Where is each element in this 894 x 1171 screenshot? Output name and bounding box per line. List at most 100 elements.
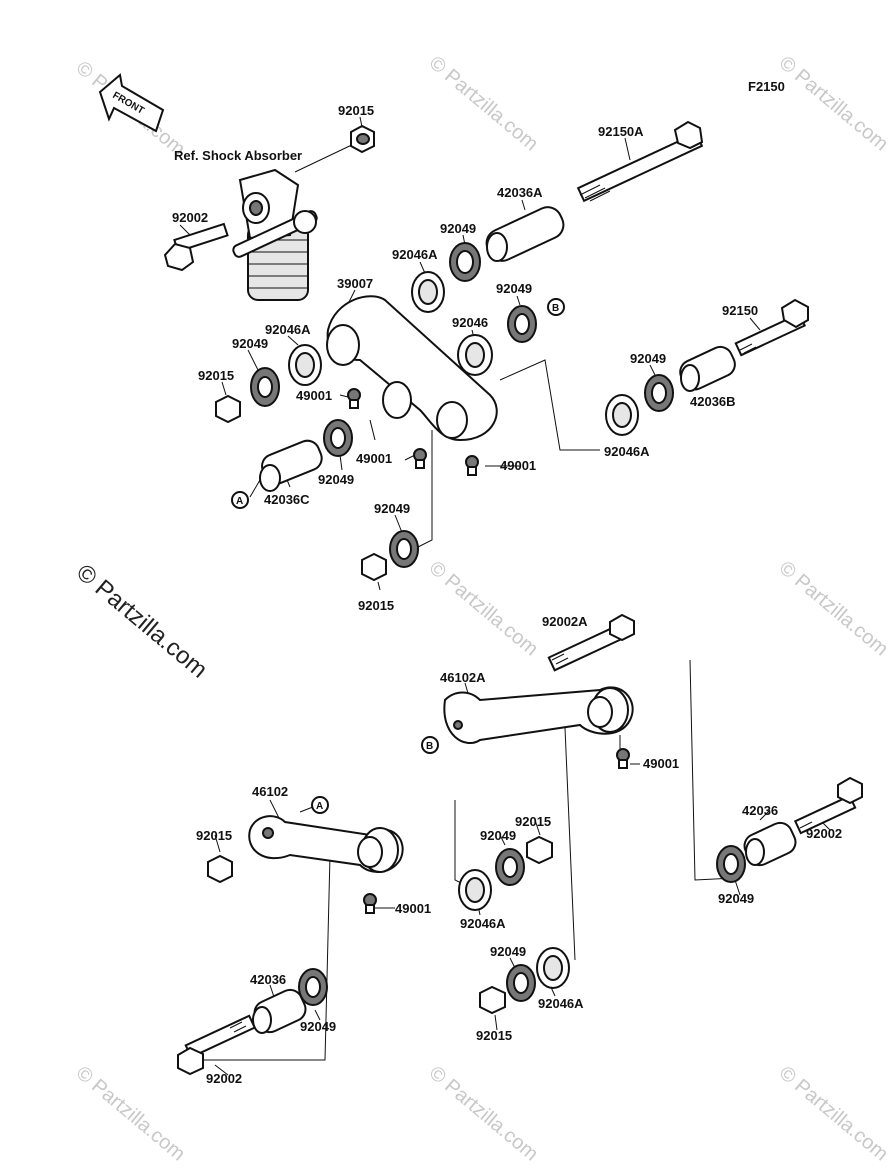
nut-icon (526, 835, 553, 865)
watermark-main: © Partzilla.com (71, 559, 212, 684)
callout: 42036 (250, 972, 286, 987)
watermark: © Partzilla.com (72, 1062, 189, 1165)
bearing-icon (457, 334, 493, 376)
callout: 92046A (265, 322, 311, 337)
callout: 49001 (500, 458, 536, 473)
callout: 92015 (196, 828, 232, 843)
callout: 92015 (338, 103, 374, 118)
watermark: © Partzilla.com (425, 557, 542, 660)
nut-icon (479, 985, 506, 1015)
seal-icon (250, 367, 280, 407)
callout: 42036B (690, 394, 736, 409)
callout-labels: 92015 92002 92150A 42036A 92049 92046A 3… (172, 103, 842, 1086)
collar-icon (743, 821, 797, 867)
seal-icon (389, 530, 419, 568)
callout: 92046A (460, 916, 506, 931)
rocker-arm (326, 295, 498, 442)
callout: 49001 (643, 756, 679, 771)
callout: 49001 (395, 901, 431, 916)
callout: 92002 (172, 210, 208, 225)
collar-icon (485, 206, 565, 262)
grease-fitting-icon (413, 448, 427, 469)
callout: 92049 (718, 891, 754, 906)
callout: 39007 (337, 276, 373, 291)
callout: 46102 (252, 784, 288, 799)
callout: 49001 (296, 388, 332, 403)
callout: 92150 (722, 303, 758, 318)
nut-icon (361, 552, 387, 582)
bearing-icon (536, 947, 570, 989)
bolt-icon (177, 1014, 257, 1076)
callout: 92150A (598, 124, 644, 139)
shock-absorber (232, 168, 318, 301)
callout: 49001 (356, 451, 392, 466)
callout: 92049 (630, 351, 666, 366)
grease-fitting-icon (347, 388, 361, 409)
marker-b-label: B (426, 741, 433, 752)
marker-b: B (421, 736, 439, 754)
watermark: © Partzilla.com (775, 557, 892, 660)
watermark: © Partzilla.com (425, 52, 542, 155)
grease-fitting-icon (363, 893, 377, 914)
bolt-icon (576, 120, 704, 203)
callout: 92015 (358, 598, 394, 613)
bearing-icon (411, 271, 445, 313)
callout: 92046A (392, 247, 438, 262)
front-arrow-icon: FRONT (98, 73, 165, 133)
parts: B A B A (163, 120, 863, 1076)
callout: 92046A (538, 996, 584, 1011)
callout: 92015 (198, 368, 234, 383)
ref-shock-absorber-label: Ref. Shock Absorber (174, 148, 302, 163)
callout: 92049 (374, 501, 410, 516)
marker-a: A (231, 491, 249, 509)
collar-icon (259, 439, 323, 492)
marker-a-label: A (316, 801, 323, 812)
callout: 92049 (318, 472, 354, 487)
callout: 92046 (452, 315, 488, 330)
seal-icon (506, 964, 536, 1002)
seal-icon (323, 419, 353, 457)
bolt-icon (547, 613, 635, 672)
callout: 92002A (542, 614, 588, 629)
callout: 46102A (440, 670, 486, 685)
grease-fitting-icon (616, 748, 630, 769)
marker-a-label: A (236, 496, 243, 507)
marker-b: B (547, 298, 565, 316)
nut-icon (215, 394, 241, 424)
watermark: © Partzilla.com (775, 1062, 892, 1165)
tie-rod (248, 815, 404, 873)
callout: 42036C (264, 492, 310, 507)
callout: 92049 (232, 336, 268, 351)
seal-icon (495, 848, 525, 886)
tie-rod (443, 686, 634, 745)
bolt-icon (793, 776, 863, 835)
marker-a: A (311, 796, 329, 814)
collar-icon (679, 345, 736, 392)
callout: 92046A (604, 444, 650, 459)
marker-b-label: B (552, 303, 559, 314)
callout: 92049 (490, 944, 526, 959)
callout: 92015 (476, 1028, 512, 1043)
seal-icon (716, 845, 746, 883)
bolt-icon (163, 222, 229, 272)
callout: 92049 (480, 828, 516, 843)
nut-icon (350, 124, 375, 154)
seal-icon (507, 305, 537, 343)
diagram-code: F2150 (748, 79, 785, 94)
watermark: © Partzilla.com (425, 1062, 542, 1165)
bolt-icon (734, 298, 809, 357)
watermark: © Partzilla.com (775, 52, 892, 155)
grease-fitting-icon (465, 455, 479, 476)
collar-icon (252, 988, 307, 1034)
callout: 42036 (742, 803, 778, 818)
callout: 92049 (496, 281, 532, 296)
nut-icon (207, 854, 233, 884)
callout: 92015 (515, 814, 551, 829)
callout: 42036A (497, 185, 543, 200)
seal-icon (644, 374, 674, 412)
bearing-icon (288, 344, 322, 386)
bearing-icon (458, 869, 492, 911)
bearing-icon (605, 394, 639, 436)
callout: 92002 (806, 826, 842, 841)
